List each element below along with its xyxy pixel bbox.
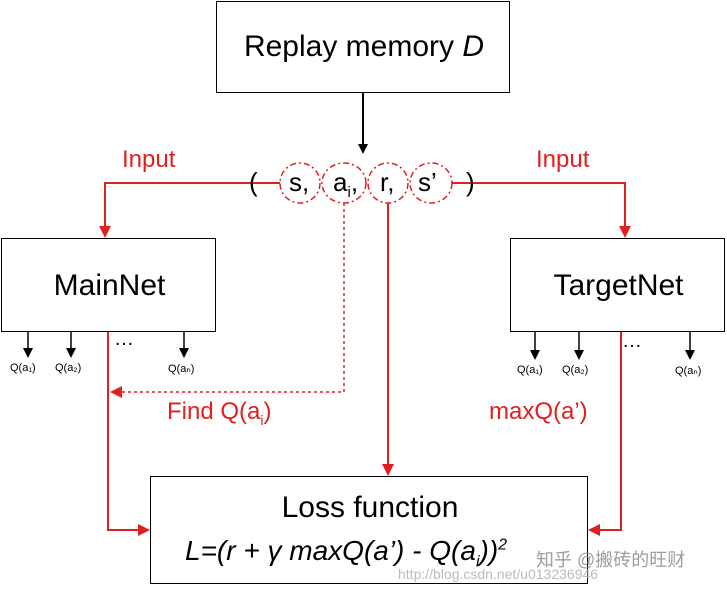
find-q-dotted-connector	[110, 203, 345, 398]
tuple-close-paren: )	[466, 167, 475, 197]
targetnet-to-loss-connector	[588, 332, 622, 536]
tuple-r: r,	[380, 167, 395, 197]
input-right-connector	[452, 182, 631, 238]
tuple-open-paren: (	[249, 167, 258, 197]
max-q-label: maxQ(a’)	[489, 398, 588, 425]
targetnet-q1-label: Q(a₁)	[517, 364, 543, 376]
mainnet-qn-label: Q(aₙ)	[168, 363, 195, 375]
loss-function-formula: L=(r + γ maxQ(a’) - Q(ai))2	[185, 535, 508, 571]
tuple-s-prime: s’	[418, 167, 437, 197]
targetnet-box: TargetNet	[510, 238, 725, 332]
mainnet-q2-label: Q(a₂)	[55, 362, 82, 374]
circle-s	[279, 162, 321, 204]
csdn-watermark: http://blog.csdn.net/u013236946	[398, 566, 599, 582]
input-right-label: Input	[536, 146, 590, 173]
loss-function-box: Loss function L=(r + γ maxQ(a’) - Q(ai))…	[150, 476, 588, 584]
mainnet-box: MainNet	[1, 238, 216, 332]
replay-memory-box: Replay memory D	[216, 1, 510, 93]
mainnet-ellipsis: …	[114, 328, 134, 350]
mainnet-q1-label: Q(a₁)	[10, 362, 36, 374]
targetnet-q2-label: Q(a₂)	[562, 364, 589, 376]
tuple-s: s,	[289, 167, 310, 197]
targetnet-qn-label: Q(aₙ)	[675, 365, 702, 377]
targetnet-label: TargetNet	[553, 269, 684, 302]
mainnet-label: MainNet	[53, 269, 166, 302]
mainnet-to-loss-connector	[107, 332, 150, 536]
input-left-connector	[99, 182, 280, 238]
find-q-label: Find Q(ai)	[167, 398, 272, 428]
loss-function-title: Loss function	[281, 491, 459, 524]
zhihu-watermark: 知乎 @搬砖的旺财	[536, 550, 686, 570]
tuple-a: ai,	[333, 167, 359, 202]
replay-memory-label: Replay memory D	[243, 30, 485, 63]
targetnet-ellipsis: …	[622, 330, 642, 352]
input-left-label: Input	[122, 146, 176, 173]
